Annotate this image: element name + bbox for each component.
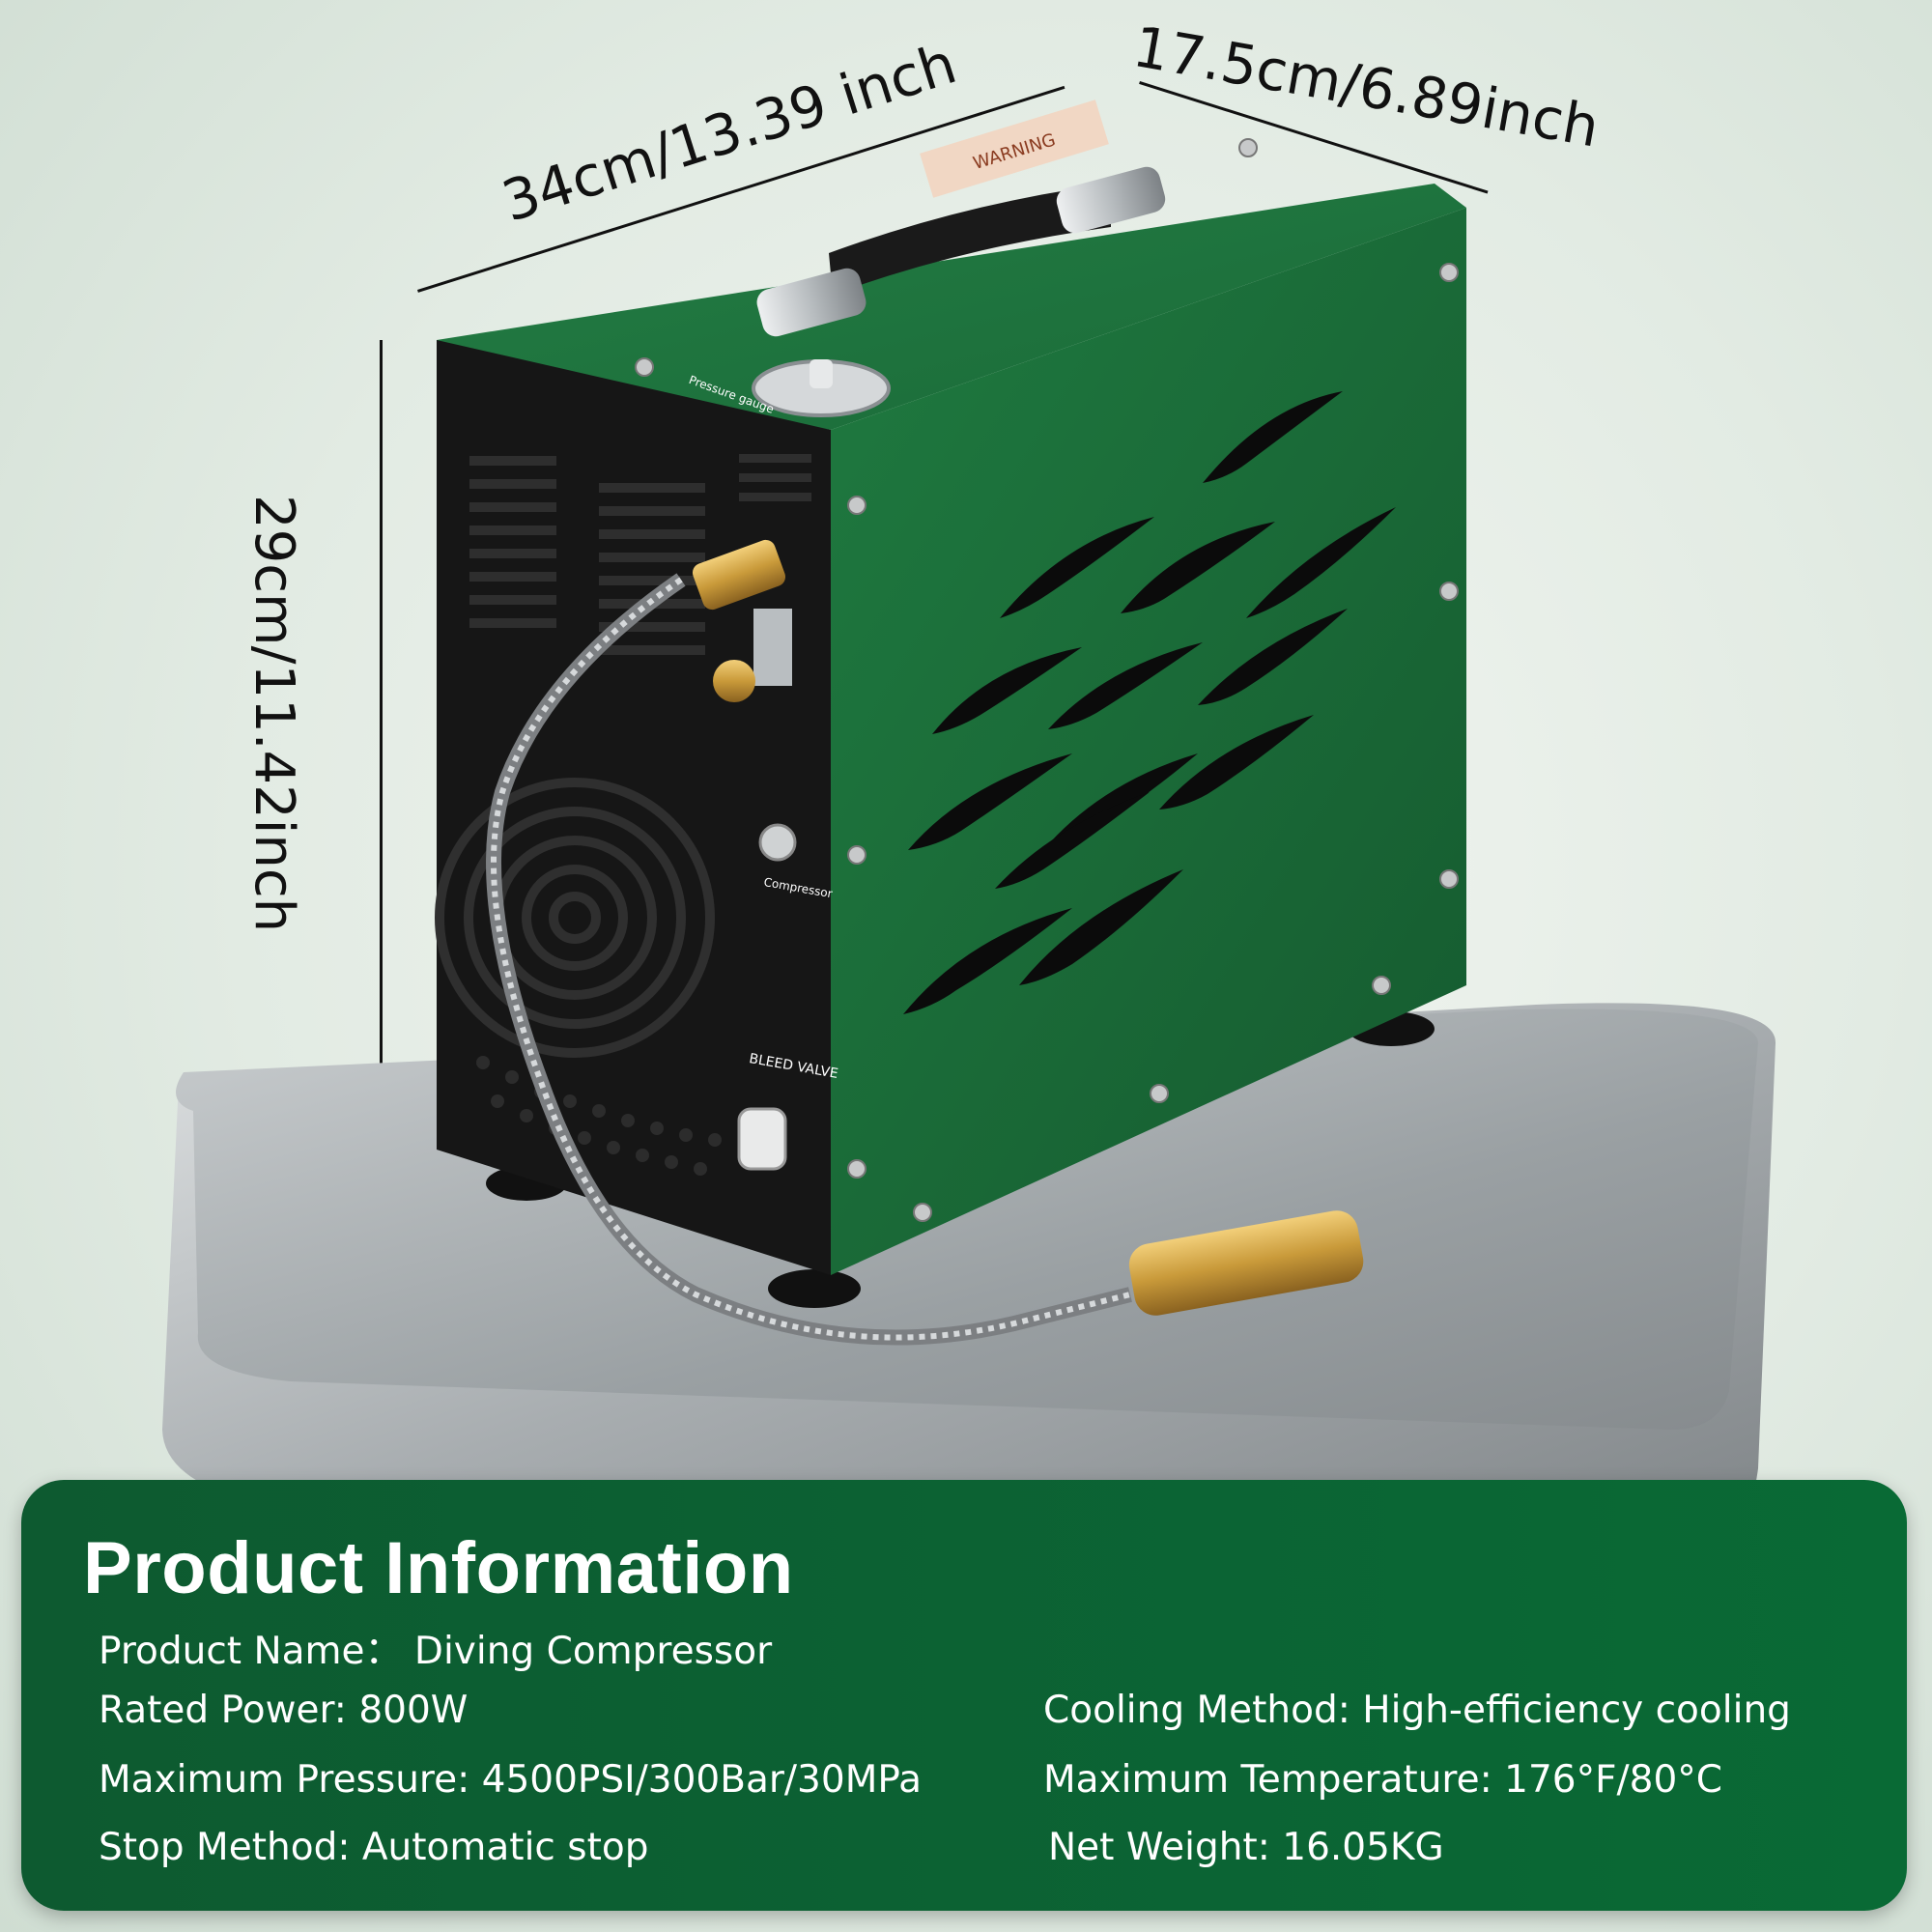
spec-product-name: Product Name： Diving Compressor: [99, 1630, 773, 1673]
spec-rated-power: Rated Power: 800W: [99, 1689, 469, 1732]
product-information-panel: Product Information Product Name： Diving…: [21, 1480, 1907, 1911]
handle: [829, 184, 1111, 295]
spec-max-pressure: Maximum Pressure: 4500PSI/300Bar/30MPa: [99, 1758, 923, 1802]
brass-filter: [1128, 1210, 1364, 1316]
green-side-panel: [831, 208, 1466, 1275]
spec-max-temperature: Maximum Temperature: 176°F/80°C: [1043, 1758, 1723, 1802]
spec-cooling-method: Cooling Method: High-efficiency cooling: [1043, 1689, 1791, 1732]
spec-net-weight: Net Weight: 16.05KG: [1048, 1826, 1444, 1869]
dimension-line-height: [380, 340, 383, 1144]
spec-stop-method: Stop Method: Automatic stop: [99, 1826, 649, 1869]
panel-title: Product Information: [83, 1527, 794, 1609]
